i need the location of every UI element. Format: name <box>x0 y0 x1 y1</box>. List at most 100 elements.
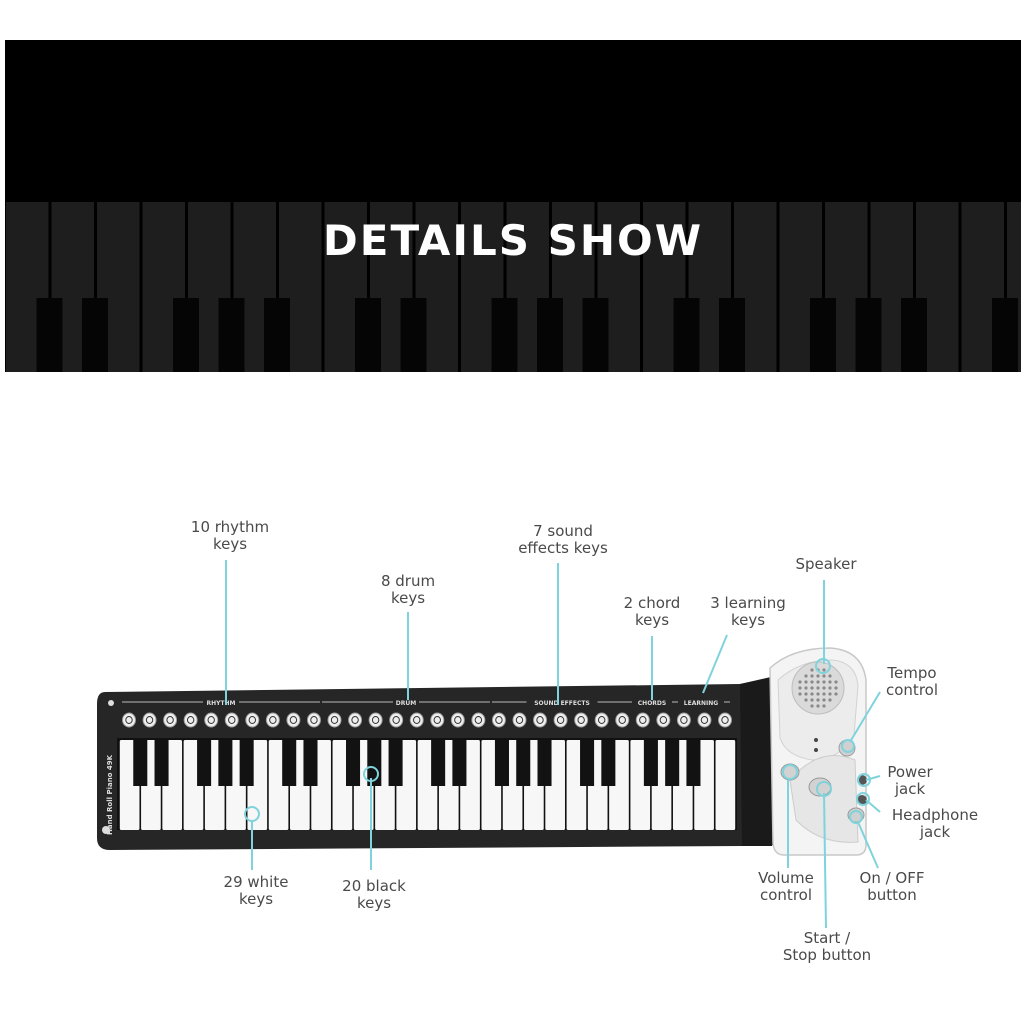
black-key[interactable] <box>303 740 318 786</box>
function-button[interactable] <box>389 712 404 728</box>
black-key[interactable] <box>239 740 254 786</box>
speaker-hole <box>834 686 838 690</box>
function-button[interactable] <box>676 712 691 728</box>
speaker-hole <box>798 680 802 684</box>
function-button[interactable] <box>409 712 424 728</box>
section-header-label: RHYTHM <box>206 700 235 707</box>
function-button[interactable] <box>635 712 650 728</box>
black-key[interactable] <box>643 740 658 786</box>
speaker-hole <box>822 692 826 696</box>
black-key[interactable] <box>494 740 509 786</box>
function-button[interactable] <box>718 712 732 728</box>
function-button[interactable] <box>224 712 239 728</box>
banner-black-key <box>673 298 700 372</box>
black-key[interactable] <box>665 740 680 786</box>
black-key[interactable] <box>580 740 595 786</box>
banner-black-key <box>719 298 745 372</box>
function-button[interactable] <box>142 712 157 728</box>
label-speaker: Speaker <box>795 555 857 573</box>
function-button[interactable] <box>306 712 321 728</box>
black-key[interactable] <box>516 740 531 786</box>
callout-line-tempo <box>849 691 881 743</box>
function-button[interactable] <box>368 712 383 728</box>
speaker-hole <box>828 686 832 690</box>
callout-line-learning <box>702 634 728 694</box>
function-button[interactable] <box>430 712 445 728</box>
banner-black-key <box>537 298 563 372</box>
speaker-hole <box>798 692 802 696</box>
black-keys-group <box>133 740 701 786</box>
speaker-hole <box>810 668 814 672</box>
function-button[interactable] <box>512 712 527 728</box>
section-header-label: LEARNING <box>684 700 718 707</box>
speaker-hole <box>804 680 808 684</box>
banner-black-key <box>173 298 199 372</box>
function-button[interactable] <box>327 712 342 728</box>
speaker-hole <box>816 692 820 696</box>
function-button[interactable] <box>697 712 712 728</box>
speaker-hole <box>810 698 814 702</box>
black-key[interactable] <box>346 740 361 786</box>
function-button[interactable] <box>491 712 506 728</box>
marker-volume <box>782 764 798 780</box>
function-button[interactable] <box>122 712 136 728</box>
speaker-hole <box>822 698 826 702</box>
function-button[interactable] <box>183 712 198 728</box>
marker-onoff <box>849 810 863 824</box>
speaker-hole <box>828 698 832 702</box>
speaker-hole <box>822 704 826 708</box>
banner-title: DETAILS SHOW <box>322 216 704 265</box>
white-key[interactable] <box>715 740 736 830</box>
function-button[interactable] <box>348 712 363 728</box>
function-button[interactable] <box>594 712 609 728</box>
black-key[interactable] <box>388 740 403 786</box>
function-button[interactable] <box>471 712 486 728</box>
speaker-hole <box>822 668 826 672</box>
marker-speaker <box>815 658 831 674</box>
speaker-hole <box>822 686 826 690</box>
function-button[interactable] <box>286 712 301 728</box>
indicator-led <box>814 748 818 752</box>
black-key[interactable] <box>537 740 552 786</box>
black-key[interactable] <box>218 740 233 786</box>
black-key[interactable] <box>154 740 169 786</box>
speaker-hole <box>828 692 832 696</box>
speaker-hole <box>804 686 808 690</box>
function-button[interactable] <box>615 712 630 728</box>
speaker-hole <box>816 686 820 690</box>
black-key[interactable] <box>452 740 467 786</box>
function-button[interactable] <box>245 712 260 728</box>
banner-black-key <box>582 298 609 372</box>
black-key[interactable] <box>686 740 701 786</box>
speaker-hole <box>798 686 802 690</box>
function-button[interactable] <box>656 712 671 728</box>
function-button[interactable] <box>553 712 568 728</box>
function-button[interactable] <box>450 712 465 728</box>
banner-keys <box>6 202 1021 372</box>
function-button[interactable] <box>265 712 280 728</box>
callout-markers <box>244 658 871 824</box>
black-key[interactable] <box>601 740 616 786</box>
function-buttons-group <box>122 712 732 728</box>
speaker-hole <box>804 692 808 696</box>
black-key[interactable] <box>133 740 148 786</box>
function-button[interactable] <box>533 712 548 728</box>
function-button[interactable] <box>204 712 219 728</box>
start-stop-button[interactable] <box>808 777 832 797</box>
section-header-label-bg <box>526 698 598 707</box>
banner-black-key <box>992 298 1018 372</box>
black-key[interactable] <box>431 740 446 786</box>
mat-dot-bottom <box>102 826 110 834</box>
banner-black-key <box>218 298 245 372</box>
function-button[interactable] <box>163 712 178 728</box>
speaker-hole <box>828 674 832 678</box>
black-key[interactable] <box>197 740 212 786</box>
function-button[interactable] <box>574 712 589 728</box>
black-key[interactable] <box>282 740 297 786</box>
speaker-hole <box>816 674 820 678</box>
banner-black-key <box>36 298 63 372</box>
